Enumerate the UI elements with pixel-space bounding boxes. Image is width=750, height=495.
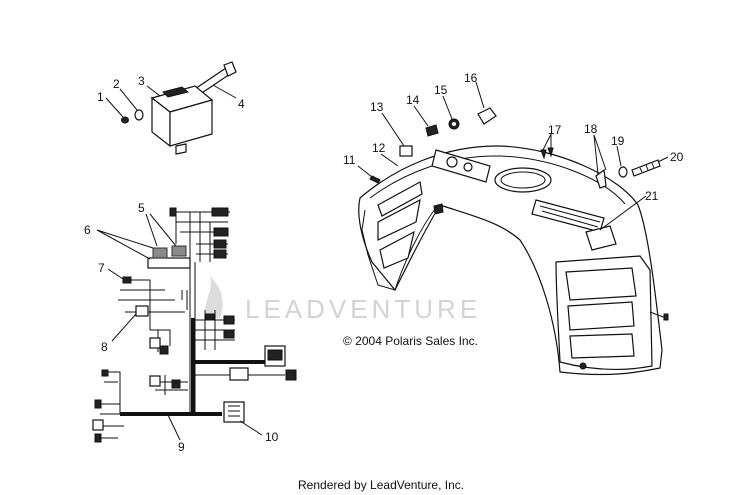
washer-part <box>134 109 144 121</box>
module-clip-part <box>162 86 190 98</box>
left-vent-part <box>379 230 415 269</box>
watermark-flame-icon <box>205 276 223 318</box>
connector-part <box>149 375 161 387</box>
connector-part <box>285 369 297 381</box>
callout-9: 9 <box>178 440 185 454</box>
callout-8: 8 <box>101 340 108 354</box>
connector-part <box>213 227 229 237</box>
screw-part <box>663 313 669 321</box>
fastener-part <box>579 362 587 370</box>
callout-2: 2 <box>113 77 120 91</box>
relay-block-part <box>147 257 191 269</box>
connector-part <box>169 207 177 217</box>
connector-part <box>171 379 181 389</box>
connector-part <box>223 315 235 325</box>
callout-1: 1 <box>97 90 104 104</box>
switch-part <box>425 124 439 137</box>
connector-part <box>159 345 169 355</box>
gauge-part <box>446 156 458 168</box>
glovebox-opening-part <box>565 267 637 301</box>
callout-12: 12 <box>372 141 386 155</box>
screw-part <box>121 116 129 124</box>
left-vent-part <box>377 181 423 217</box>
watermark-text: LEADVENTURE <box>245 294 481 324</box>
bolt-head-part <box>223 61 237 77</box>
connector-part <box>122 276 132 284</box>
callout-14: 14 <box>406 93 420 107</box>
callout-3: 3 <box>138 74 145 88</box>
connector-part <box>267 349 283 361</box>
clip-part <box>433 203 444 215</box>
dash-console-assembly: 11 12 13 14 15 16 17 18 19 20 21 <box>343 71 684 376</box>
glovebox-opening-part <box>567 301 635 331</box>
callout-15: 15 <box>434 83 448 97</box>
callout-19: 19 <box>611 134 625 148</box>
callout-18: 18 <box>584 122 598 136</box>
connector-part <box>135 305 149 317</box>
knob-part <box>477 107 497 125</box>
callout-11: 11 <box>343 153 356 167</box>
callout-16: 16 <box>464 71 478 85</box>
callout-5: 5 <box>138 201 145 215</box>
connector-part <box>94 399 102 409</box>
callout-7: 7 <box>98 261 105 275</box>
module-front-part <box>169 99 213 147</box>
main-connector-part <box>223 401 245 423</box>
bolt-part <box>631 159 661 177</box>
connector-part <box>205 313 215 321</box>
connector-part <box>229 367 249 381</box>
connector-part <box>213 249 227 259</box>
rendered-by-text: Rendered by LeadVenture, Inc. <box>298 478 464 492</box>
gauge-part <box>463 162 473 172</box>
lever-part <box>595 168 607 189</box>
callout-21: 21 <box>645 189 659 203</box>
callout-6: 6 <box>84 223 91 237</box>
callout-10: 10 <box>265 430 279 444</box>
washer-part <box>618 166 628 178</box>
callout-4: 4 <box>238 97 245 111</box>
connector-part <box>92 419 104 431</box>
module-assembly: 1 2 3 4 <box>97 61 245 155</box>
copyright-text: © 2004 Polaris Sales Inc. <box>343 334 478 348</box>
connector-part <box>211 207 229 217</box>
connector-part <box>94 433 102 443</box>
callout-13: 13 <box>370 100 384 114</box>
relay-part <box>152 247 168 259</box>
wiring-harness: 5 6 7 8 9 10 <box>84 201 297 454</box>
plug-part <box>399 145 413 157</box>
callout-20: 20 <box>670 150 684 164</box>
module-foot-part <box>175 143 187 155</box>
connector-part <box>223 329 235 339</box>
left-vent-part <box>377 198 421 241</box>
connector-part <box>213 239 227 249</box>
relay-part-2 <box>171 245 187 257</box>
gauge-pod-part <box>431 149 491 183</box>
leadventure-watermark: LEADVENTURE <box>205 276 481 324</box>
connector-part <box>149 337 161 349</box>
connector-part <box>101 369 109 377</box>
callout-17: 17 <box>548 123 562 137</box>
screw-part <box>369 175 381 184</box>
glovebox-opening-part <box>569 333 635 359</box>
